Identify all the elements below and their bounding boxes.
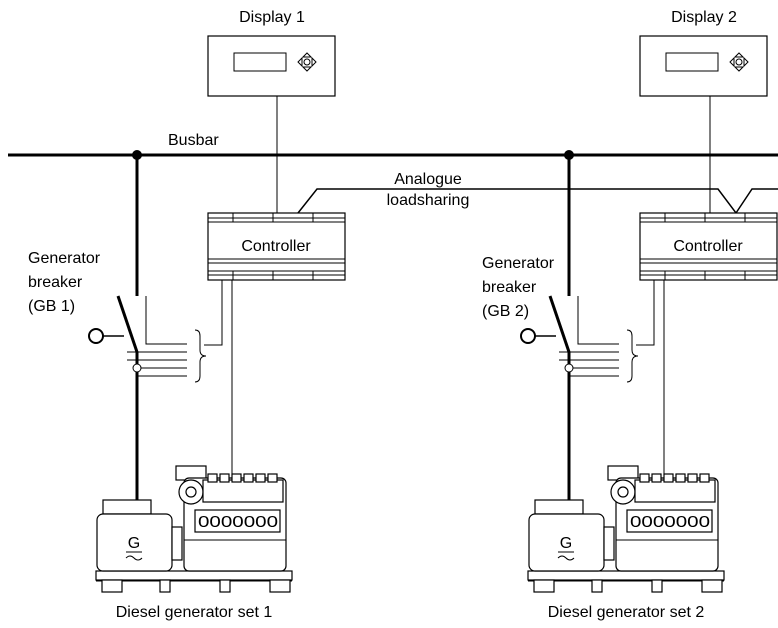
breaker-2-signal-node xyxy=(564,363,574,373)
breaker-2-label-line2: breaker xyxy=(482,279,537,296)
engine-1-body xyxy=(175,465,287,572)
controller-1-box xyxy=(207,212,346,281)
breaker-1-label-line2: breaker xyxy=(28,274,83,291)
breaker-1-aux-line xyxy=(145,296,187,345)
breaker-2-brace xyxy=(626,329,639,383)
controller-2-box xyxy=(639,212,778,281)
controller-2-label: Controller xyxy=(673,238,743,255)
breaker-1-label-line3: (GB 1) xyxy=(28,298,75,315)
display-2-label: Display 2 xyxy=(671,9,737,26)
engine-1-plate: 0000000 xyxy=(198,514,278,531)
generator-2-symbol: G xyxy=(560,535,572,552)
breaker-2-aux-line xyxy=(577,296,619,345)
display-1-screen xyxy=(233,52,287,72)
display-1-label: Display 1 xyxy=(239,9,305,26)
breaker-1-handle-knob xyxy=(88,328,104,344)
generator-set-1: Display 1 Controller xyxy=(28,9,346,621)
controller-1-breaker-wires xyxy=(204,280,223,346)
engine-2-body xyxy=(607,465,719,572)
generator-2-ac-icon xyxy=(557,551,575,561)
controller-1-label: Controller xyxy=(241,238,311,255)
engine-2-plate: 0000000 xyxy=(630,514,710,531)
generator-2-body xyxy=(528,499,615,572)
display-2-screen xyxy=(665,52,719,72)
display-2-panel xyxy=(639,35,768,97)
controller-2-breaker-wires xyxy=(636,280,655,346)
generator-1-body xyxy=(96,499,183,572)
loadsharing-label-line1: Analogue xyxy=(394,171,462,188)
genset-2-caption: Diesel generator set 2 xyxy=(548,604,705,621)
breaker-2-blade xyxy=(548,295,571,353)
busbar-label: Busbar xyxy=(168,132,219,149)
display-1-nav-icon xyxy=(297,52,317,72)
generator-1-ac-icon xyxy=(125,551,143,561)
breaker-1-brace xyxy=(194,329,207,383)
generator-1-symbol: G xyxy=(128,535,140,552)
breaker-1-label-line1: Generator xyxy=(28,250,101,267)
genset-1-base xyxy=(95,570,293,593)
display-1-panel xyxy=(207,35,336,97)
display-2-nav-icon xyxy=(729,52,749,72)
genset-2-base xyxy=(527,570,725,593)
genset-1-caption: Diesel generator set 1 xyxy=(116,604,273,621)
generator-set-2: Display 2 Controller xyxy=(482,9,778,621)
breaker-1-blade xyxy=(116,295,139,353)
breaker-1-signal-node xyxy=(132,363,142,373)
breaker-2-handle-knob xyxy=(520,328,536,344)
loadsharing-label-line2: loadsharing xyxy=(387,192,470,209)
loadsharing-line xyxy=(297,188,778,215)
breaker-2-label-line1: Generator xyxy=(482,255,555,272)
breaker-2-label-line3: (GB 2) xyxy=(482,303,529,320)
